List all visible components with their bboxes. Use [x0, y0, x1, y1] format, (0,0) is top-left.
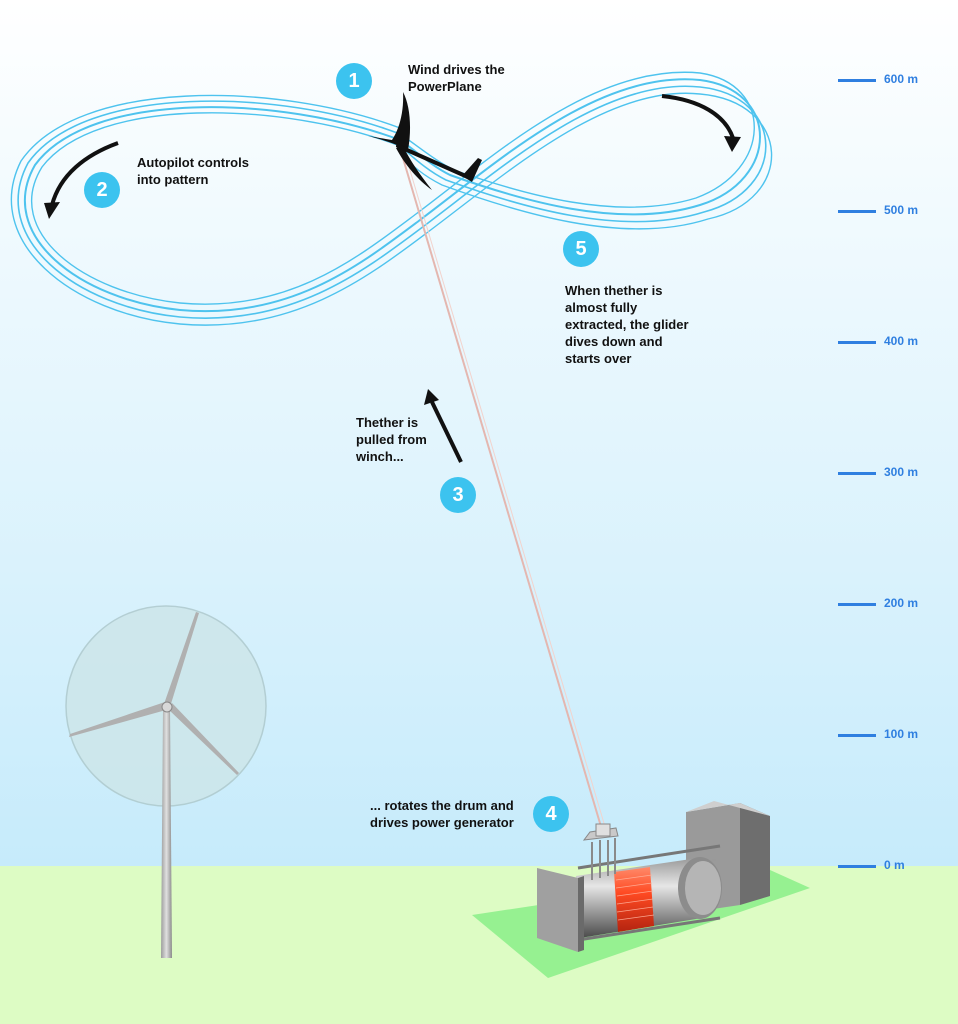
- arrow-up-tether: [430, 401, 463, 463]
- altitude-tick: [838, 210, 876, 213]
- tether-line-secondary: [403, 149, 607, 831]
- step-1-label: Wind drives the PowerPlane: [408, 62, 505, 94]
- end-plate-front: [537, 868, 578, 952]
- arrowhead-right: [724, 136, 741, 152]
- altitude-tick-label: 500 m: [884, 203, 919, 217]
- step-2-badge: 2: [84, 172, 120, 208]
- altitude-tick: [838, 734, 876, 737]
- arrow-left-loop: [50, 141, 119, 206]
- ground: [0, 866, 958, 1024]
- altitude-tick: [838, 79, 876, 82]
- wind-turbine-icon: [65, 605, 267, 958]
- step-3-badge: 3: [440, 477, 476, 513]
- altitude-tick-label: 400 m: [884, 334, 919, 348]
- arrowhead-up: [424, 389, 439, 405]
- pulley-mast: [591, 838, 616, 880]
- altitude-tick-label: 300 m: [884, 465, 919, 479]
- arrow-icon: [50, 94, 735, 463]
- turbine-blade-top: [164, 612, 199, 707]
- flight-path: [10, 71, 773, 326]
- turbine-blade-left: [69, 702, 166, 737]
- altitude-tick-label: 0 m: [884, 858, 905, 872]
- arrow-right-loop: [661, 94, 735, 139]
- step-3-label: Thether is pulled from winch...: [356, 415, 427, 464]
- glider-icon: [368, 92, 482, 190]
- step-1-badge: 1: [336, 63, 372, 99]
- step-5-badge: 5: [563, 231, 599, 267]
- tether-line: [399, 147, 603, 831]
- altitude-tick: [838, 472, 876, 475]
- turbine-hub: [161, 701, 173, 713]
- altitude-tick: [838, 865, 876, 868]
- turbine-blade-right: [168, 703, 239, 775]
- generator-box-top: [686, 801, 770, 816]
- altitude-tick: [838, 341, 876, 344]
- turbine-tower: [161, 708, 172, 958]
- generator-box-side: [740, 803, 770, 905]
- altitude-tick: [838, 603, 876, 606]
- step-4-label: ... rotates the drum and drives power ge…: [370, 798, 514, 830]
- altitude-tick-label: 100 m: [884, 727, 919, 741]
- winch-drum-icon: [472, 801, 810, 978]
- step-5-label: When thether is almost fully extracted, …: [565, 283, 689, 366]
- step-2-label: Autopilot controls into pattern: [137, 155, 249, 187]
- drum-coil: [614, 867, 654, 932]
- arrowhead-left: [44, 202, 60, 219]
- altitude-tick-label: 600 m: [884, 72, 919, 86]
- step-4-badge: 4: [533, 796, 569, 832]
- altitude-tick-label: 200 m: [884, 596, 919, 610]
